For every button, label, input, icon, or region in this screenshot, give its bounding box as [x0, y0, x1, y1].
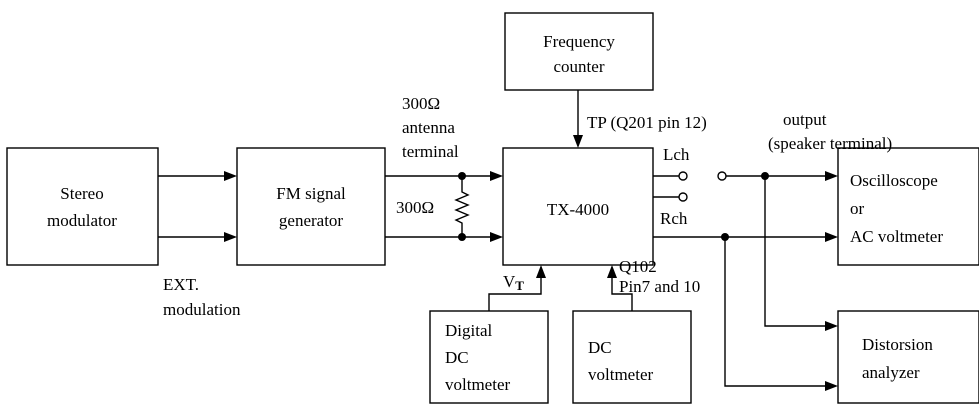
fm-signal-generator-block: FM signal generator: [236, 147, 386, 266]
q102-line2: Pin7 and 10: [619, 277, 700, 296]
oscilloscope-line3: AC voltmeter: [850, 227, 943, 246]
rch-label: Rch: [660, 209, 688, 228]
oscilloscope-line2: or: [850, 199, 865, 218]
vt-label: VT: [503, 272, 524, 293]
arrow-tx-top: [490, 171, 503, 181]
arrow-oscilloscope-bottom: [825, 232, 838, 242]
oscilloscope-line1: Oscilloscope: [850, 171, 938, 190]
fm-signal-generator-line2: generator: [279, 211, 344, 230]
tp-label: TP (Q201 pin 12): [587, 113, 707, 132]
arrow-tp: [573, 135, 583, 148]
resistor-300-ohm: [454, 176, 470, 237]
output-terminal: [717, 171, 727, 181]
wire-dc-voltmeter: [611, 276, 633, 311]
frequency-counter-line1: Frequency: [543, 32, 615, 51]
frequency-counter-line2: counter: [554, 57, 605, 76]
q102-line1: Q102: [619, 257, 657, 276]
resistor-label: 300Ω: [396, 198, 434, 217]
tx4000-block: TX-4000: [502, 147, 654, 266]
fm-signal-generator-line1: FM signal: [276, 184, 346, 203]
antenna-terminal-line3: terminal: [402, 142, 459, 161]
distorsion-analyzer-line2: analyzer: [862, 363, 920, 382]
wire-digital-voltmeter: [488, 276, 542, 311]
dc-voltmeter-line2: voltmeter: [588, 365, 653, 384]
lch-terminal: [678, 171, 688, 181]
digital-dc-voltmeter-block: Digital DC voltmeter: [429, 310, 549, 404]
arrow-vt: [536, 265, 546, 278]
stereo-modulator-line1: Stereo: [60, 184, 103, 203]
arrow-oscilloscope-top: [825, 171, 838, 181]
dc-voltmeter-block: DC voltmeter: [572, 310, 692, 404]
arrow-fm-top: [224, 171, 237, 181]
wire-rch-to-distorsion: [724, 237, 827, 387]
arrow-distorsion-bottom: [825, 381, 838, 391]
lch-label: Lch: [663, 145, 690, 164]
rch-terminal: [678, 192, 688, 202]
arrow-q102: [607, 265, 617, 278]
ext-modulation-line1: EXT.: [163, 275, 199, 294]
arrow-distorsion-top: [825, 321, 838, 331]
arrow-tx-bottom: [490, 232, 503, 242]
distorsion-analyzer-block: Distorsion analyzer: [837, 310, 979, 404]
tx4000-label: TX-4000: [547, 200, 609, 219]
digital-dc-voltmeter-line2: DC: [445, 348, 469, 367]
oscilloscope-block: Oscilloscope or AC voltmeter: [837, 147, 979, 266]
dc-voltmeter-line1: DC: [588, 338, 612, 357]
antenna-terminal-line1: 300Ω: [402, 94, 440, 113]
wire-output-to-distorsion: [764, 176, 827, 327]
distorsion-analyzer-line1: Distorsion: [862, 335, 933, 354]
ext-modulation-line2: modulation: [163, 300, 241, 319]
digital-dc-voltmeter-line3: voltmeter: [445, 375, 510, 394]
stereo-modulator-line2: modulator: [47, 211, 117, 230]
frequency-counter-block: Frequency counter: [504, 12, 654, 91]
arrow-fm-bottom: [224, 232, 237, 242]
stereo-modulator-block: Stereo modulator: [6, 147, 159, 266]
antenna-terminal-line2: antenna: [402, 118, 455, 137]
output-line2: (speaker terminal): [768, 134, 892, 153]
digital-dc-voltmeter-line1: Digital: [445, 321, 492, 340]
output-line1: output: [783, 110, 827, 129]
